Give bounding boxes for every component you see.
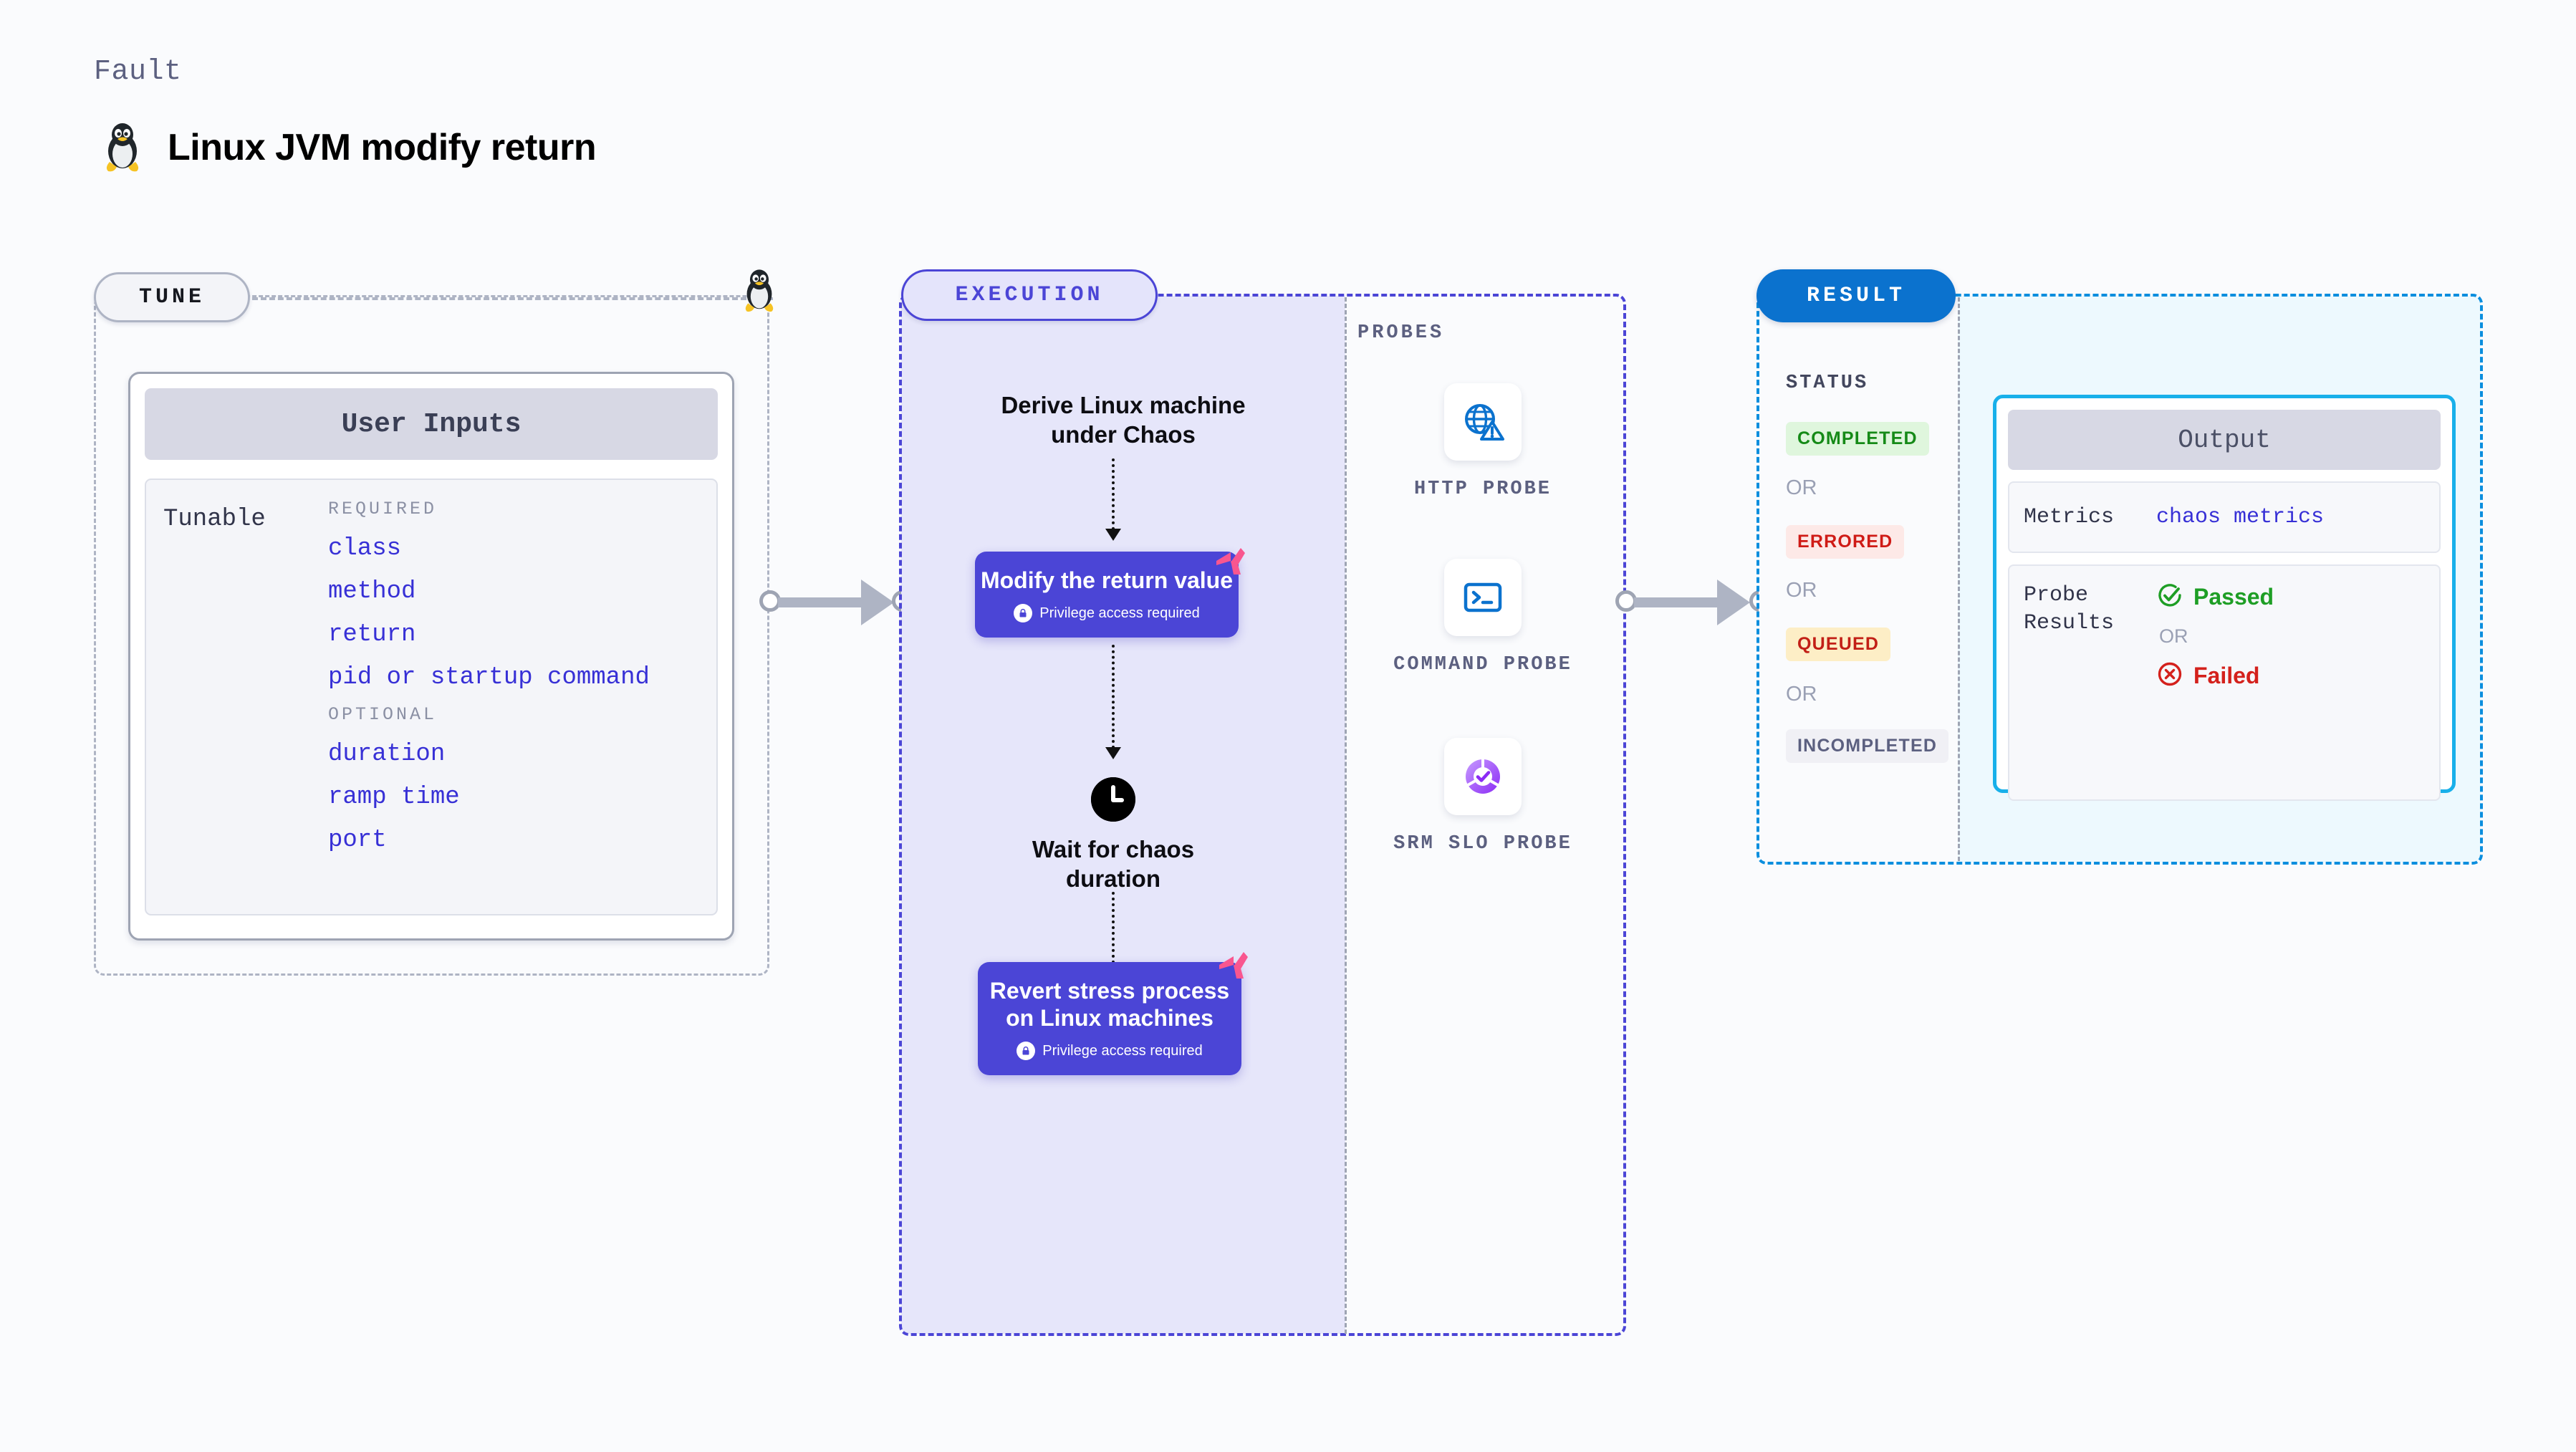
status-or-1: OR bbox=[1786, 476, 1817, 499]
harness-logo-icon bbox=[1215, 947, 1252, 988]
privilege-note-text: Privilege access required bbox=[1039, 605, 1200, 621]
action-title: Revert stress process on Linux machines bbox=[989, 977, 1230, 1031]
probe-http[interactable]: HTTP PROBE bbox=[1390, 383, 1576, 502]
metrics-value[interactable]: chaos metrics bbox=[2156, 505, 2325, 529]
param-return[interactable]: return bbox=[328, 621, 416, 648]
execution-action-revert-stress[interactable]: Revert stress process on Linux machines … bbox=[978, 962, 1241, 1075]
required-group-label: REQUIRED bbox=[328, 499, 438, 519]
user-inputs-body: Tunable REQUIRED class method return pid… bbox=[145, 479, 718, 915]
user-inputs-card: User Inputs Tunable REQUIRED class metho… bbox=[128, 372, 734, 941]
probe-label: COMMAND PROBE bbox=[1393, 654, 1572, 675]
output-probe-results-row: Probe Results Passed OR bbox=[2008, 564, 2441, 801]
execution-step-derive-label: Derive Linux machine under Chaos bbox=[1001, 392, 1246, 448]
check-circle-icon bbox=[2156, 582, 2183, 612]
execution-step-wait-label: Wait for chaos duration bbox=[1032, 836, 1195, 893]
status-badge-queued: QUEUED bbox=[1786, 628, 1891, 661]
passed-label: Passed bbox=[2193, 584, 2274, 610]
status-title: STATUS bbox=[1786, 372, 1869, 394]
tune-pill: TUNE bbox=[94, 272, 250, 322]
status-or-2: OR bbox=[1786, 579, 1817, 602]
execution-pill: EXECUTION bbox=[901, 269, 1158, 321]
harness-logo-icon bbox=[1212, 543, 1249, 584]
result-pill: RESULT bbox=[1756, 269, 1956, 322]
output-metrics-row: Metrics chaos metrics bbox=[2008, 481, 2441, 553]
execution-action-modify-return[interactable]: Modify the return value Privilege access… bbox=[975, 552, 1239, 638]
param-duration[interactable]: duration bbox=[328, 741, 446, 768]
arrow-derive-to-modify bbox=[1105, 458, 1121, 541]
status-badge-errored: ERRORED bbox=[1786, 525, 1905, 559]
probe-command[interactable]: COMMAND PROBE bbox=[1390, 559, 1576, 678]
x-circle-icon bbox=[2156, 660, 2183, 691]
arrow-wait-to-revert bbox=[1105, 892, 1121, 974]
output-header: Output bbox=[2008, 410, 2441, 470]
slo-donut-check-icon bbox=[1444, 738, 1522, 815]
linux-penguin-icon bbox=[100, 122, 145, 173]
page-title-row: Linux JVM modify return bbox=[100, 122, 597, 173]
arrow-modify-to-wait bbox=[1105, 645, 1121, 759]
tunable-params: REQUIRED class method return pid or star… bbox=[307, 499, 716, 914]
status-badge-incompleted: INCOMPLETED bbox=[1786, 729, 1949, 763]
tunable-label: Tunable bbox=[163, 506, 266, 533]
privilege-note-text: Privilege access required bbox=[1042, 1042, 1203, 1059]
linux-penguin-icon-marker bbox=[740, 268, 779, 317]
status-or-3: OR bbox=[1786, 683, 1817, 706]
probes-title: PROBES bbox=[1357, 322, 1445, 344]
optional-group-label: OPTIONAL bbox=[328, 704, 438, 725]
execution-probes-divider bbox=[1345, 297, 1347, 1334]
connector-tune-to-execution bbox=[769, 577, 905, 628]
param-port[interactable]: port bbox=[328, 827, 387, 854]
privilege-note: Privilege access required bbox=[1017, 1042, 1203, 1061]
tune-container bbox=[94, 295, 769, 976]
failed-label: Failed bbox=[2193, 663, 2260, 688]
probe-label: HTTP PROBE bbox=[1413, 479, 1552, 500]
execution-probes-container bbox=[899, 294, 1626, 1336]
param-pid-or-startup-command[interactable]: pid or startup command bbox=[328, 664, 650, 691]
globe-alert-icon bbox=[1444, 383, 1522, 461]
probe-srm-slo[interactable]: SRM SLO PROBE bbox=[1390, 738, 1576, 857]
probe-results-key: Probe Results bbox=[2024, 583, 2115, 635]
user-inputs-header: User Inputs bbox=[145, 388, 718, 460]
result-panels-divider bbox=[1958, 297, 1960, 861]
connector-execution-to-result bbox=[1625, 577, 1762, 628]
lock-icon bbox=[1014, 604, 1033, 623]
probe-result-passed: Passed bbox=[2156, 582, 2274, 612]
probe-results-values: Passed OR Failed bbox=[2156, 582, 2274, 691]
clock-icon bbox=[1091, 777, 1135, 822]
probe-result-or: OR bbox=[2159, 625, 2188, 647]
status-badge-completed: COMPLETED bbox=[1786, 422, 1929, 456]
action-title: Modify the return value bbox=[980, 567, 1234, 593]
probe-result-failed: Failed bbox=[2156, 660, 2274, 691]
tune-connector-line bbox=[252, 297, 746, 300]
param-ramp-time[interactable]: ramp time bbox=[328, 784, 460, 811]
page-title: Linux JVM modify return bbox=[168, 127, 597, 168]
param-method[interactable]: method bbox=[328, 578, 416, 605]
privilege-note: Privilege access required bbox=[1014, 604, 1200, 623]
page-kicker: Fault bbox=[94, 56, 182, 88]
terminal-icon bbox=[1444, 559, 1522, 636]
output-card: Output Metrics chaos metrics Probe Resul… bbox=[1993, 395, 2456, 801]
result-container bbox=[1756, 294, 2483, 865]
param-class[interactable]: class bbox=[328, 535, 402, 562]
probe-label: SRM SLO PROBE bbox=[1393, 833, 1572, 855]
lock-icon bbox=[1017, 1042, 1036, 1061]
metrics-key: Metrics bbox=[2024, 504, 2115, 529]
result-status-panel-fill bbox=[1759, 296, 1958, 862]
